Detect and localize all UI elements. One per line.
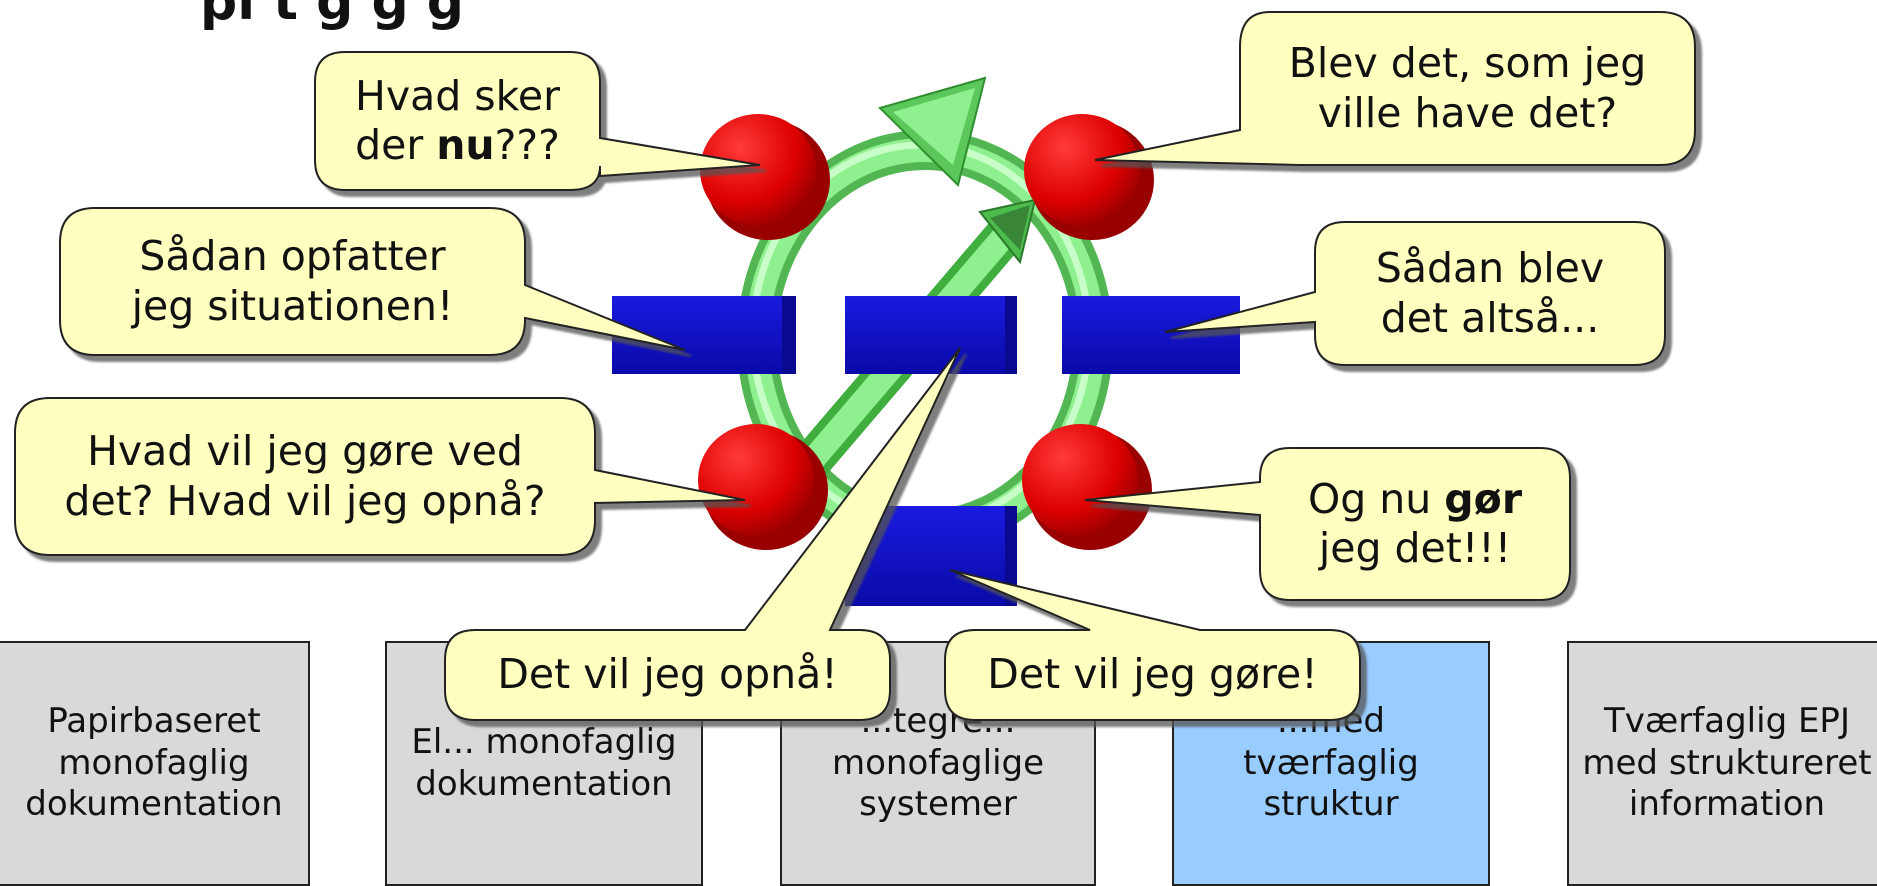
blue-block-right: [1062, 296, 1240, 374]
blue-block-middle: [845, 296, 1017, 374]
bubble-shape-now: [314, 51, 761, 191]
stage-label-epj: Tværfaglig EPJ med struktureret informat…: [1582, 701, 1872, 825]
stage-box-epj: Tværfaglig EPJ med struktureret informat…: [1567, 641, 1877, 886]
cycle-arrowhead-top: [878, 76, 987, 187]
bubble-shape-do: [944, 569, 1361, 721]
stage-label-integrated: ...tegre... monofaglige systemer: [831, 701, 1045, 825]
stage-label-electronic: El... monofaglig dokumentation: [411, 722, 677, 804]
bubble-shape-achieve: [444, 347, 961, 721]
stage-label-paper: Papirbaseret monofaglig dokumentation: [25, 701, 283, 825]
bubble-shape-result: [1164, 221, 1666, 366]
bubble-shape-perceive: [59, 207, 686, 356]
stage-box-paper: Papirbaseret monofaglig dokumentation: [0, 641, 310, 886]
bubble-shape-intend: [14, 397, 746, 556]
bubble-shape-result-question: [1094, 11, 1696, 166]
red-node-bottom-left: [698, 424, 828, 550]
red-node-bottom-right: [1022, 424, 1152, 550]
bubble-shape-act: [1084, 447, 1571, 601]
red-node-top-left: [700, 114, 830, 240]
page-title-fragment: pl t g g g: [200, 0, 464, 32]
red-node-top-right: [1024, 114, 1154, 240]
